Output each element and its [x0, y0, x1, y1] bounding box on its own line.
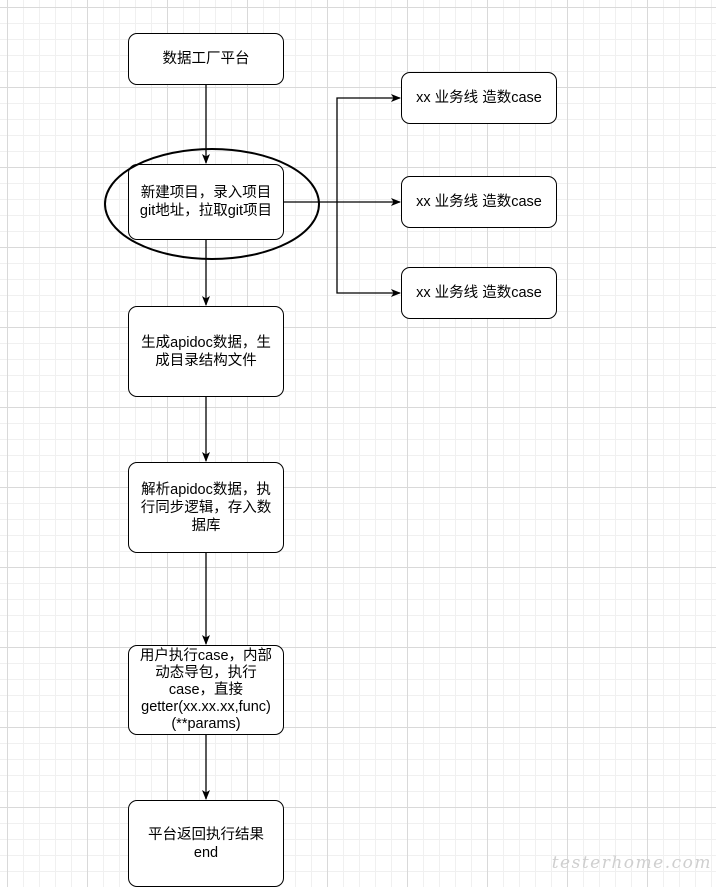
node-user-execute-case[interactable]: 用户执行case，内部 动态导包，执行 case，直接 getter(xx.xx…: [128, 645, 284, 735]
node-generate-apidoc[interactable]: 生成apidoc数据，生 成目录结构文件: [128, 306, 284, 397]
arrow-branch-to-biz3: [336, 202, 401, 297]
node-data-factory-platform[interactable]: 数据工厂平台: [128, 33, 284, 85]
node-business-line-1[interactable]: xx 业务线 造数case: [401, 72, 557, 124]
node-business-line-3[interactable]: xx 业务线 造数case: [401, 267, 557, 319]
arrow-branch-to-biz1: [336, 94, 401, 202]
node-parse-apidoc[interactable]: 解析apidoc数据，执 行同步逻辑，存入数 据库: [128, 462, 284, 553]
node-create-project[interactable]: 新建项目，录入项目 git地址，拉取git项目: [128, 164, 284, 240]
watermark-text: testerhome.com: [551, 853, 712, 873]
node-platform-return-result[interactable]: 平台返回执行结果 end: [128, 800, 284, 887]
node-business-line-2[interactable]: xx 业务线 造数case: [401, 176, 557, 228]
